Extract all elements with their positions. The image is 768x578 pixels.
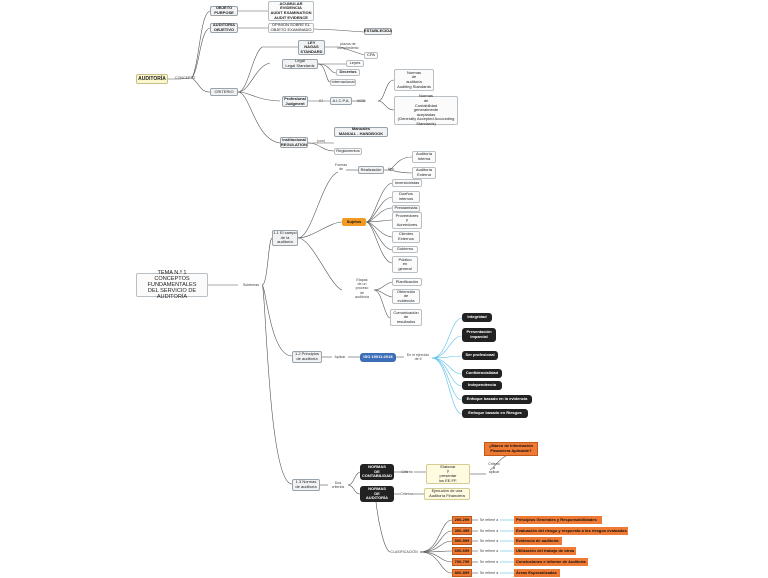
auditoria-link: Criterios xyxy=(400,492,414,496)
principio-2: Ser profesional xyxy=(462,351,498,360)
sujeto-0: Inversionistas xyxy=(392,179,422,187)
code-5: 800-899 xyxy=(452,569,472,577)
realizacion-link: tipo xyxy=(388,167,394,171)
cpa-node: CPA xyxy=(364,52,378,59)
code-3: 600-699 xyxy=(452,547,472,555)
profesional-link: El xyxy=(319,99,323,103)
aicpa-node: A.I.C.P.A. xyxy=(330,97,352,105)
etapa-2: Comunicación de resultados xyxy=(390,309,422,326)
desc-4: Conclusiones e informe de Auditoría xyxy=(514,558,588,566)
realizacion-node: Realización xyxy=(358,166,384,174)
decretos-node: Decretos xyxy=(336,69,360,76)
principio-5: Enfoque basado en la evidencia xyxy=(462,395,532,404)
desc-2: Evidencia de auditoría xyxy=(514,537,562,545)
principio-0: Integridad xyxy=(462,313,492,322)
legal-node: Legal Legal Standards xyxy=(282,59,318,69)
code-1: 300-499 xyxy=(452,527,472,535)
enfoque-link: En el ejercicio de ti xyxy=(406,353,430,362)
s13-title: 1.3 Normas de auditoría xyxy=(292,479,320,491)
normas-auditoria: NORMAS DE AUDITORÍA xyxy=(360,486,394,502)
desc-0: Principios Generales y Responsabilidades xyxy=(514,516,602,524)
ley-link: plazos de cumplimiento xyxy=(337,42,359,51)
code-0: 200-299 xyxy=(452,516,472,524)
refiere-1: Se refiere a xyxy=(479,529,499,533)
refiere-4: Se refiere a xyxy=(479,560,499,564)
objetivo-desc-node: OPINION SOBRE EL OBJETO EXAMINADO xyxy=(268,23,314,33)
normas-auditoria-node: Normas de auditoría Auditing Standards xyxy=(394,69,434,91)
desc-3: Utilización del trabajo de otros xyxy=(514,547,576,555)
sujeto-4: Clientes Externos xyxy=(392,231,420,243)
etapa-0: Planificación xyxy=(392,278,422,286)
code-2: 500-599 xyxy=(452,537,472,545)
normas-contabilidad: NORMAS DE CONTABILIDAD xyxy=(360,464,394,480)
auditoria-externa: Auditoría Externa xyxy=(412,167,436,179)
normas-contabilidad-node: Normas de Contabilidad generalmente acep… xyxy=(394,94,458,126)
marco-node: ¿Marco de Información Financiera Aplicab… xyxy=(484,442,538,456)
formas-link: Formas de xyxy=(334,163,348,172)
sujeto-5: Gobierno xyxy=(392,246,418,253)
desc-1: Evaluación del riesgo y respuesta a los … xyxy=(514,527,628,535)
s12-title: 1.2 Principios de auditoría xyxy=(292,351,322,363)
profesional-node: Profesional Judgment xyxy=(282,96,308,107)
ley-node: LEY NAGAS STANDARD xyxy=(298,40,325,55)
subtemas-link: Subtemas xyxy=(242,283,260,287)
refiere-2: Se refiere a xyxy=(479,539,499,543)
sujeto-1: Dueños internos xyxy=(392,191,420,203)
aicpa-link: IASB xyxy=(356,99,366,103)
desc-5: Áreas Especializadas xyxy=(514,569,560,577)
refiere-3: Se refiere a xyxy=(479,549,499,553)
establecida-node: ESTABLECIDA xyxy=(363,28,393,35)
elaborar-node: Elaborar y presentar los EE.FF. xyxy=(426,464,470,484)
code-4: 700-799 xyxy=(452,558,472,566)
sujeto-6: Público en general xyxy=(392,256,418,273)
auditoria-interna: Auditoría Interna xyxy=(412,151,436,163)
refiere-0: Se refiere a xyxy=(479,518,499,522)
aplicar-link: Aplicar xyxy=(334,355,346,359)
principio-6: Enfoque basado en Riesgos xyxy=(462,409,528,418)
sujetos-node: Sujetos xyxy=(342,218,366,226)
concepto-link: CONCEPTO xyxy=(175,76,196,80)
criterio-node: CRITERIO xyxy=(210,88,238,96)
s11-title: 1.1 El campo de la auditoría xyxy=(272,230,298,246)
reglamentos-node: Reglamentos xyxy=(334,148,362,155)
leyes-node: Leyes xyxy=(346,60,364,67)
manuales-node: Manuales MANUAL - HANDBOOK xyxy=(334,127,388,137)
criterio-aplicar-link: Criterio a aplicar xyxy=(488,462,500,475)
institucional-link: (con) xyxy=(316,139,326,143)
iso-node: ISO 19011:2018 xyxy=(360,353,396,362)
ejecucion-node: Ejecución de una Auditoría Financiera xyxy=(424,488,470,500)
principio-1: Presentación imparcial xyxy=(462,328,496,342)
etapas-link: Etapas de un proceso de auditoría xyxy=(355,278,369,299)
objetivo-node: AUDITORIA OBJETIVO xyxy=(210,23,238,33)
objeto-desc-node: ACUMULAR EVIDENCIA AUDIT EXAMINATION AUD… xyxy=(268,1,314,21)
principio-4: Independencia xyxy=(462,381,502,390)
contab-link: Criterio xyxy=(401,470,413,474)
root-auditoria: AUDITORÍA xyxy=(136,74,168,84)
objeto-node: OBJETO PURPOSE xyxy=(210,6,238,16)
internacional-node: Internacional xyxy=(330,79,356,86)
tema-title: TEMA N.º 1 CONCEPTOS FUNDAMENTALES DEL S… xyxy=(136,270,208,300)
dos-criterios-link: Dos criterios xyxy=(331,481,345,490)
etapa-1: Obtención de evidencia xyxy=(392,289,420,304)
clasificacion-link: CLASIFICACIÓN xyxy=(390,550,418,554)
principio-3: Confidencialidad xyxy=(462,369,502,378)
sujeto-2: Prestamistas xyxy=(392,205,420,212)
refiere-5: Se refiere a xyxy=(479,571,499,575)
institucional-node: Institucional REGULATION xyxy=(280,136,308,148)
sujeto-3: Proveedores y Acreedores xyxy=(392,212,422,229)
